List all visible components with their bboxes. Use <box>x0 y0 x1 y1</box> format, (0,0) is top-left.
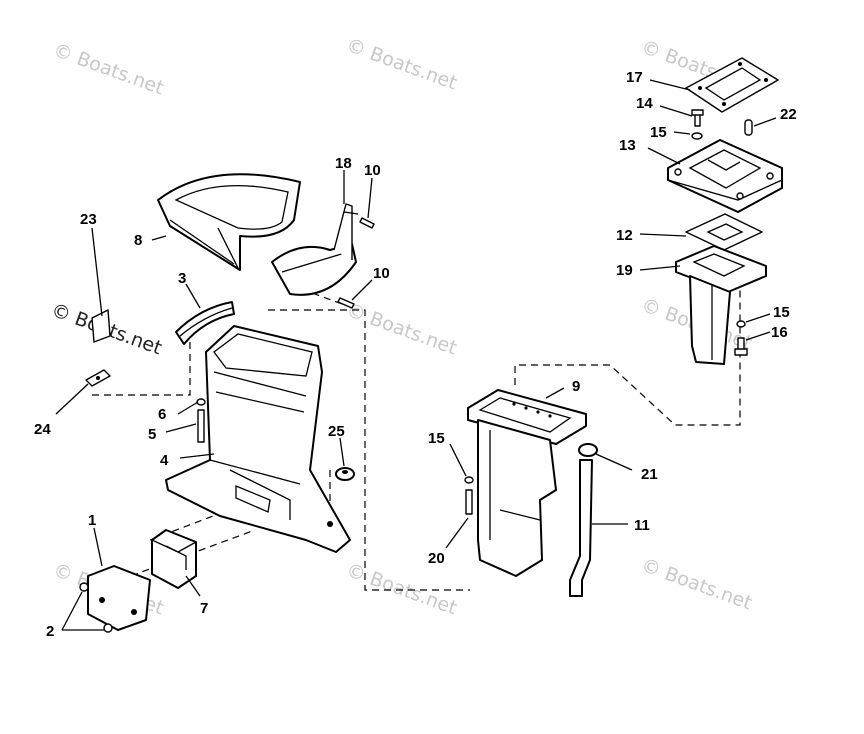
callout-25: 25 <box>328 423 345 440</box>
part-bolt-5 <box>197 409 205 443</box>
callout-6: 6 <box>158 406 166 423</box>
callout-8: 8 <box>134 232 142 249</box>
part-bolt-20 <box>465 489 473 515</box>
part-washer-15-top <box>691 132 703 140</box>
part-shroud-right <box>271 203 359 296</box>
callout-labels: 17 14 22 15 13 12 19 15 16 9 21 11 15 20… <box>34 69 797 640</box>
watermark: © Boats.net <box>343 299 459 359</box>
part-washer-6 <box>196 398 206 406</box>
part-bolt-14 <box>691 109 704 127</box>
callout-1: 1 <box>88 512 96 529</box>
callout-9: 9 <box>572 378 580 395</box>
part-screws-2 <box>79 582 113 633</box>
callout-16: 16 <box>771 324 788 341</box>
callout-10-bottom: 10 <box>373 265 390 282</box>
callout-17: 17 <box>626 69 643 86</box>
watermark: © Boats.net <box>343 559 459 619</box>
callout-10-top: 10 <box>364 162 381 179</box>
part-grommet-21 <box>578 443 598 457</box>
callout-7: 7 <box>200 600 208 617</box>
part-exhaust-housing <box>675 245 767 365</box>
part-block-7 <box>151 529 197 589</box>
callout-3: 3 <box>178 270 186 287</box>
part-tab-23 <box>91 309 111 343</box>
callout-18: 18 <box>335 155 352 172</box>
part-washer-15-right <box>736 320 746 328</box>
callout-14: 14 <box>636 95 653 112</box>
leader-lines <box>55 79 777 631</box>
watermark: © Boats.net <box>50 39 166 99</box>
part-seal-strip <box>175 301 235 345</box>
callout-13: 13 <box>619 137 636 154</box>
callout-2: 2 <box>46 623 54 640</box>
part-water-tube-11 <box>569 459 593 597</box>
callout-15-mid: 15 <box>428 430 445 447</box>
part-gasket-12 <box>685 213 763 251</box>
part-cover-plate <box>87 565 151 631</box>
part-dowel-pin <box>744 119 753 136</box>
part-exhaust-tube-9 <box>467 389 587 577</box>
part-screw-10-bottom <box>337 297 355 309</box>
callout-4: 4 <box>160 452 169 469</box>
callout-24: 24 <box>34 421 51 438</box>
callout-15-right: 15 <box>773 304 790 321</box>
callout-22: 22 <box>780 106 797 123</box>
callout-23: 23 <box>80 211 97 228</box>
part-bolt-16 <box>734 337 748 356</box>
callout-12: 12 <box>616 227 633 244</box>
part-shroud-left <box>157 173 301 271</box>
part-washer-15-mid <box>464 476 474 484</box>
callout-20: 20 <box>428 550 445 567</box>
part-screw-10-top <box>359 217 375 229</box>
callout-15-top: 15 <box>650 124 667 141</box>
watermark: © Boats.net <box>638 554 754 614</box>
part-gasket-top <box>685 57 779 113</box>
part-adapter-plate <box>667 139 783 213</box>
callout-19: 19 <box>616 262 633 279</box>
callout-11: 11 <box>634 517 650 534</box>
callout-5: 5 <box>148 426 156 443</box>
callout-21: 21 <box>641 466 658 483</box>
part-clip-24 <box>85 369 111 387</box>
part-exhaust-housing-main <box>165 325 351 553</box>
watermark: © Boats.net <box>343 34 459 94</box>
part-grommet-25 <box>335 467 355 481</box>
